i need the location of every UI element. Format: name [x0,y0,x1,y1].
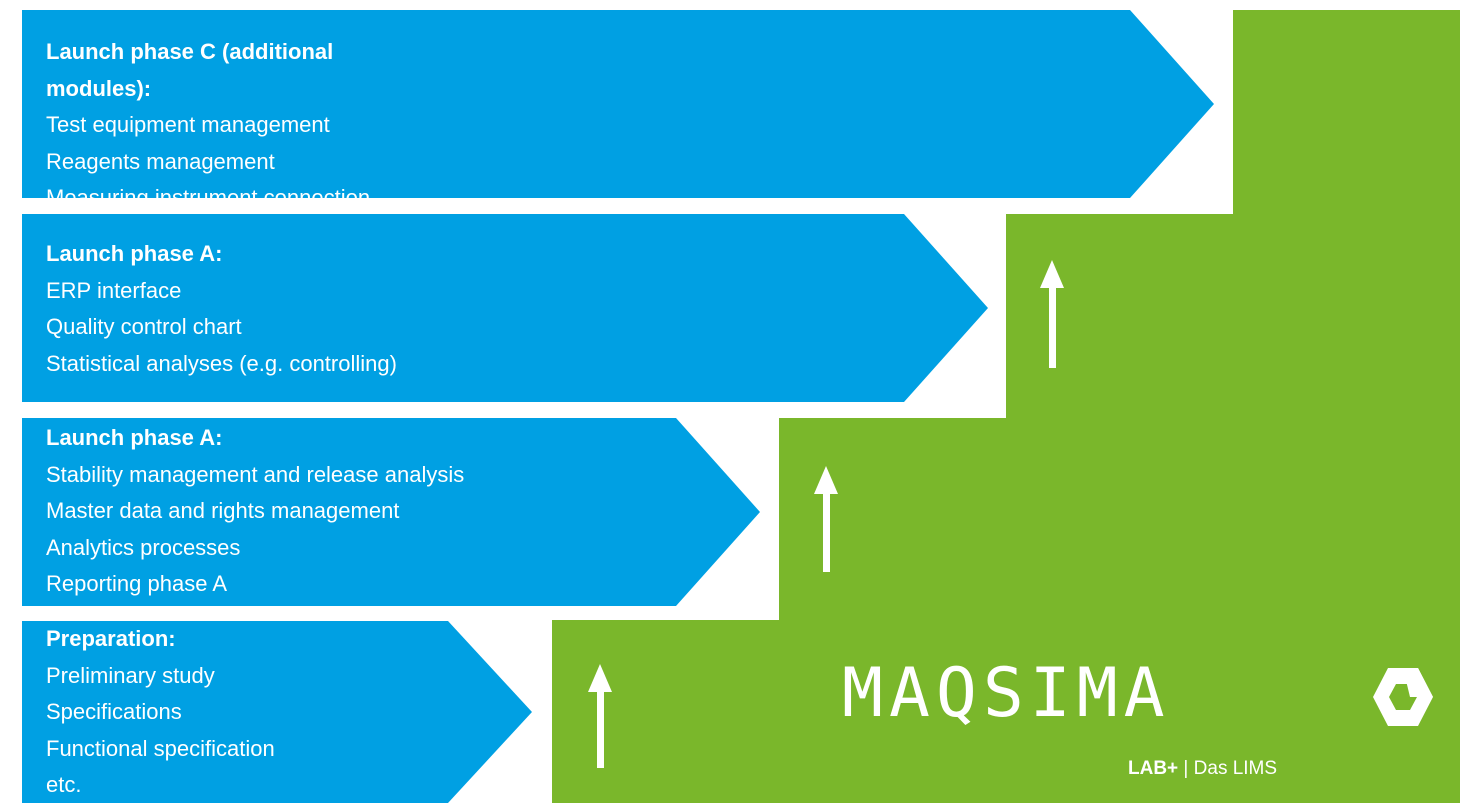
arrow-shape [22,621,532,803]
phase-item: Preliminary study [46,662,215,688]
phase-item: Reporting phase A [46,571,228,596]
phase-text: Launch phase C (additional modules): Tes… [46,34,370,217]
phase-item: Reagents management [46,148,275,174]
phase-item: Test equipment management [46,112,330,137]
phase-item: Quality control chart [46,314,242,339]
phase-title: Launch phase A: [46,241,223,266]
tagline-bold: LAB+ [1128,758,1179,779]
phase-title: Preparation: [46,626,176,651]
up-arrow-icon [814,466,838,572]
phase-text: Preparation: Preliminary study Specifica… [46,621,275,804]
green-staircase [552,10,1460,803]
logo-wordmark: MAQSIMA [842,654,1171,733]
arrow-shape [22,418,760,606]
tagline-rest: | Das LIMS [1178,758,1278,779]
phase-item: Analytics processes [46,534,241,560]
phase-item: Stability management and release analysi… [46,461,465,487]
phase-text: Launch phase A: ERP interface Quality co… [46,236,397,382]
phase-item: Statistical analyses (e.g. controlling) [46,350,397,376]
phase-text: Launch phase A: Stability management and… [46,420,464,603]
phase-item: Master data and rights management [46,498,400,523]
phase-title: Launch phase A: [46,425,223,450]
arrow-shape [22,214,988,402]
phase-item: Functional specification [46,735,275,761]
arrow-shape [22,10,1214,198]
phase-title: Launch phase C (additional modules): [46,39,334,101]
phase-item: ERP interface [46,277,182,303]
phase-item: Measuring instrument connection [46,185,371,210]
up-arrow-icon [588,664,612,768]
phase-item: etc. [46,772,82,797]
hexagon-logo-icon [1373,668,1433,726]
maqsima-logo: MAQSIMA LAB+ | Das LIMS [840,660,1440,790]
phase-item: Specifications [46,699,182,724]
logo-tagline: LAB+ | Das LIMS [1128,758,1277,780]
up-arrow-icon [1040,260,1064,368]
